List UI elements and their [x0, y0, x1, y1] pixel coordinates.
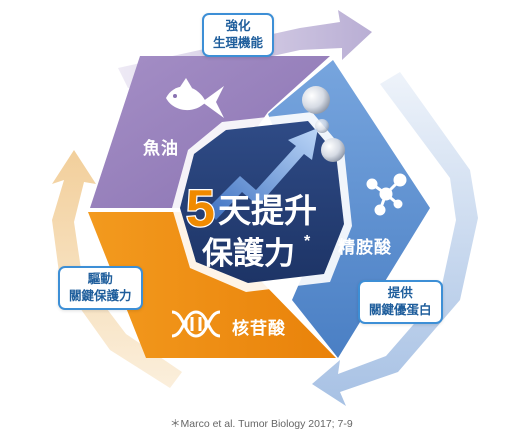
fish-oil-label: 魚油 — [143, 139, 179, 158]
title-number: 5 — [186, 180, 215, 238]
tag-line: 關鍵優蛋白 — [369, 303, 432, 317]
tag-line: 生理機能 — [213, 36, 264, 50]
tag-line: 提供 — [387, 286, 413, 300]
title-line1: 天提升 — [218, 191, 317, 230]
nucleotide-segment — [88, 212, 336, 358]
tag-drive-protection: 驅動 關鍵保護力 — [58, 266, 143, 310]
tag-provide-protein: 提供 關鍵優蛋白 — [358, 280, 443, 324]
arginine-label: 精胺酸 — [338, 238, 392, 257]
molecule-icon — [366, 173, 407, 216]
tag-line: 強化 — [225, 19, 251, 33]
footnote-citation: ＊Marco et al. Tumor Biology 2017; 7-9 — [170, 418, 353, 430]
pearl-icon — [302, 86, 330, 114]
title-asterisk: * — [304, 233, 311, 250]
title-line2: 保護力 — [202, 236, 295, 272]
tag-line: 關鍵保護力 — [69, 289, 132, 303]
tag-enhance-function: 強化 生理機能 — [202, 13, 275, 57]
pearl-icon — [315, 119, 329, 133]
nucleotide-label: 核苷酸 — [232, 319, 286, 338]
tag-line: 驅動 — [87, 272, 113, 286]
pearl-icon — [321, 138, 345, 162]
center-badge — [180, 121, 344, 283]
dna-icon — [171, 310, 221, 338]
rising-arrow-icon — [206, 128, 318, 220]
fish-icon — [166, 78, 224, 118]
